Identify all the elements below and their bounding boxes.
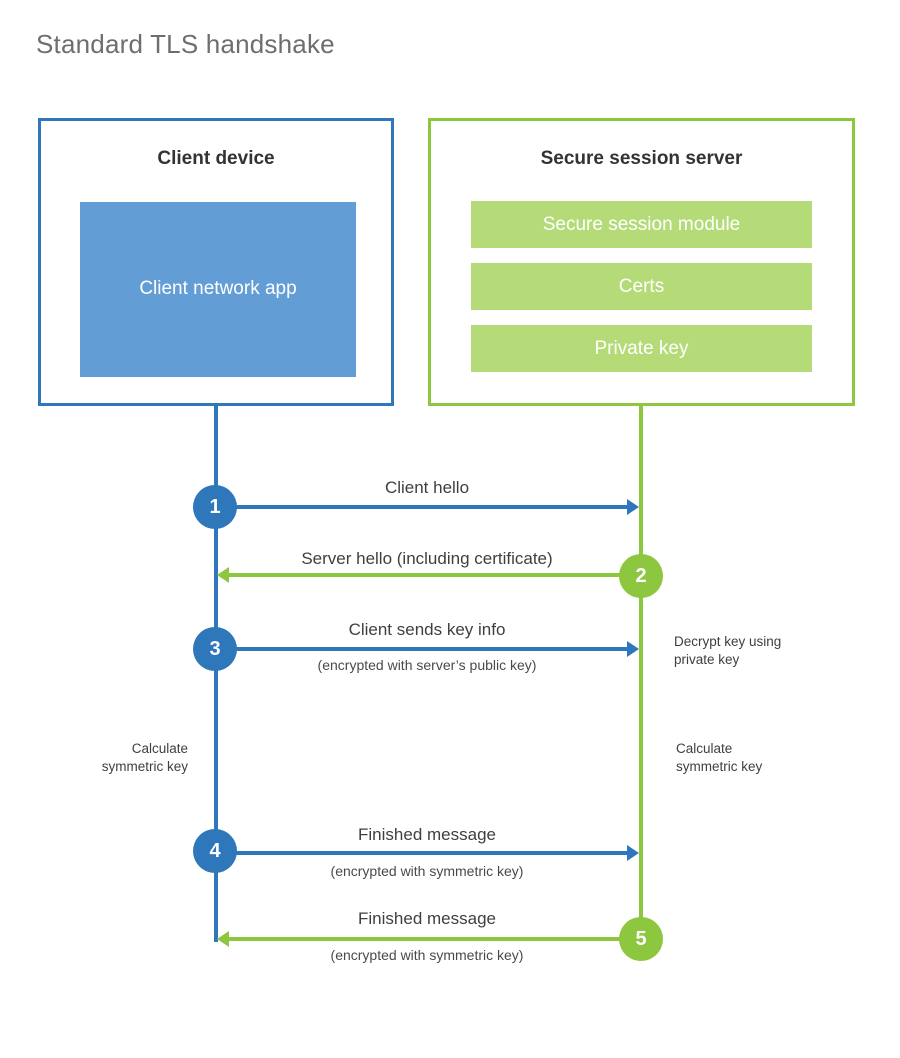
step-5-circle: 5 xyxy=(619,917,663,961)
client-device-panel: Client device Client network app xyxy=(38,118,394,406)
secure-session-server-title: Secure session server xyxy=(540,148,743,169)
arrowhead-right-icon xyxy=(627,641,639,657)
server-decrypt-annotation: Decrypt key using private key xyxy=(674,633,854,669)
step-3-sublabel: (encrypted with server’s public key) xyxy=(317,657,537,673)
step-2-circle: 2 xyxy=(619,554,663,598)
step-1-arrow xyxy=(216,499,639,515)
server-decrypt-line-2: private key xyxy=(674,651,740,667)
arrowhead-left-icon xyxy=(217,931,229,947)
step-5-label: Finished message xyxy=(358,909,496,928)
step-5-arrow xyxy=(217,931,639,947)
server-lifeline xyxy=(639,406,643,940)
arrowhead-right-icon xyxy=(627,499,639,515)
client-lifeline xyxy=(214,406,218,942)
server-calc-line-2: symmetric key xyxy=(676,758,763,774)
page-title: Standard TLS handshake xyxy=(36,29,335,59)
client-calc-line-2: symmetric key xyxy=(101,758,188,774)
step-1-circle: 1 xyxy=(193,485,237,529)
step-4-sublabel: (encrypted with symmetric key) xyxy=(330,863,524,879)
step-3-circle: 3 xyxy=(193,627,237,671)
client-device-title: Client device xyxy=(157,148,275,169)
secure-session-server-panel: Secure session server Secure session mod… xyxy=(428,118,855,406)
arrowhead-right-icon xyxy=(627,845,639,861)
step-2-label: Server hello (including certificate) xyxy=(301,549,553,568)
client-calc-line-1: Calculate xyxy=(131,741,188,756)
arrowhead-left-icon xyxy=(217,567,229,583)
server-calculate-symmetric-key-annotation: Calculate symmetric key xyxy=(676,740,856,776)
server-bar-secure-session-module: Secure session module xyxy=(471,201,812,248)
server-bar-certs: Certs xyxy=(471,263,812,310)
server-bar-private-key: Private key xyxy=(471,325,812,372)
step-4-circle: 4 xyxy=(193,829,237,873)
step-4-arrow xyxy=(216,845,639,861)
server-component-list: Secure session module Certs Private key xyxy=(471,201,812,387)
step-3-arrow xyxy=(216,641,639,657)
server-decrypt-line-1: Decrypt key using xyxy=(674,634,782,649)
client-network-app-box: Client network app xyxy=(80,202,356,377)
step-3-label: Client sends key info xyxy=(348,620,506,639)
client-calculate-symmetric-key-annotation: Calculate symmetric key xyxy=(20,740,188,776)
step-2-arrow xyxy=(217,567,639,583)
server-calc-line-1: Calculate xyxy=(676,741,733,756)
step-4-label: Finished message xyxy=(358,825,496,844)
step-1-label: Client hello xyxy=(384,478,470,497)
step-5-sublabel: (encrypted with symmetric key) xyxy=(330,947,524,963)
